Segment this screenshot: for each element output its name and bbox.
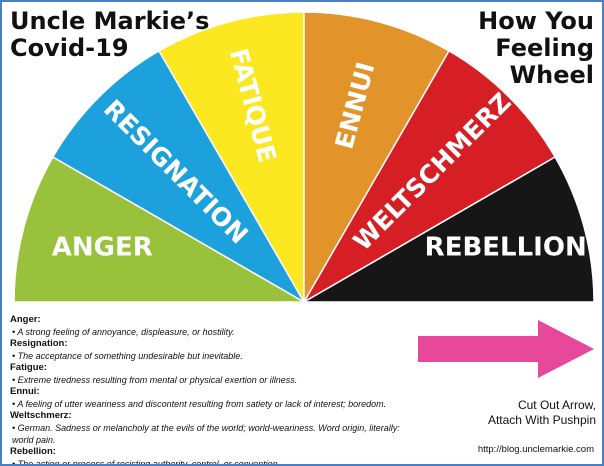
definition-fatigue: Fatigue: • Extreme tiredness resulting f… bbox=[10, 362, 405, 386]
poster-subtitle: How You Feeling Wheel bbox=[478, 8, 594, 89]
wheel-segment-anger bbox=[13, 155, 307, 303]
caption-line: Attach With Pushpin bbox=[487, 413, 596, 427]
definition-text: • The acceptance of something undesirabl… bbox=[12, 351, 243, 361]
subtitle-line: Feeling bbox=[495, 34, 594, 62]
definition-term: Weltschmerz: bbox=[10, 410, 72, 421]
arrow-shape bbox=[418, 320, 594, 378]
wheel-segment-rebellion bbox=[301, 155, 595, 303]
caption-line: Cut Out Arrow, bbox=[517, 398, 596, 412]
definition-term: Rebellion: bbox=[10, 446, 56, 457]
definition-text: • German. Sadness or melancholy at the e… bbox=[12, 423, 400, 445]
definition-anger: Anger: • A strong feeling of annoyance, … bbox=[10, 314, 405, 338]
wheel-label-anger: ANGER bbox=[52, 233, 153, 263]
definition-ennui: Ennui: • A feeling of utter weariness an… bbox=[10, 386, 405, 410]
definition-term: Fatigue: bbox=[10, 362, 47, 373]
definition-resignation: Resignation: • The acceptance of somethi… bbox=[10, 338, 405, 362]
subtitle-line: Wheel bbox=[509, 61, 594, 89]
wheel-label-rebellion: REBELLION bbox=[425, 233, 587, 263]
definition-rebellion: Rebellion: • The action or process of re… bbox=[10, 446, 405, 466]
wheel-segment-weltschmerz bbox=[301, 49, 557, 305]
poster-title: Uncle Markie’s Covid-19 bbox=[10, 8, 209, 62]
site-url: http://blog.unclemarkie.com bbox=[477, 444, 594, 455]
title-line: Covid-19 bbox=[10, 34, 129, 62]
definition-text: • Extreme tiredness resulting from menta… bbox=[12, 375, 298, 385]
definition-text: • A feeling of utter weariness and disco… bbox=[12, 399, 387, 409]
definition-weltschmerz: Weltschmerz: • German. Sadness or melanc… bbox=[10, 410, 405, 446]
definition-text: • The action or process of resisting aut… bbox=[12, 459, 281, 466]
wheel-segment-ennui bbox=[303, 11, 451, 305]
subtitle-line: How You bbox=[478, 7, 594, 35]
definition-text: • A strong feeling of annoyance, displea… bbox=[12, 327, 235, 337]
definition-term: Anger: bbox=[10, 314, 41, 325]
title-line: Uncle Markie’s bbox=[10, 7, 210, 35]
definition-term: Resignation: bbox=[10, 338, 68, 349]
definition-term: Ennui: bbox=[10, 386, 40, 397]
definitions-list: Anger: • A strong feeling of annoyance, … bbox=[10, 314, 405, 466]
arrow-caption: Cut Out Arrow, Attach With Pushpin bbox=[488, 398, 596, 428]
wheel-segment-fatique bbox=[157, 11, 305, 305]
wheel-segment-resignation bbox=[51, 49, 307, 305]
